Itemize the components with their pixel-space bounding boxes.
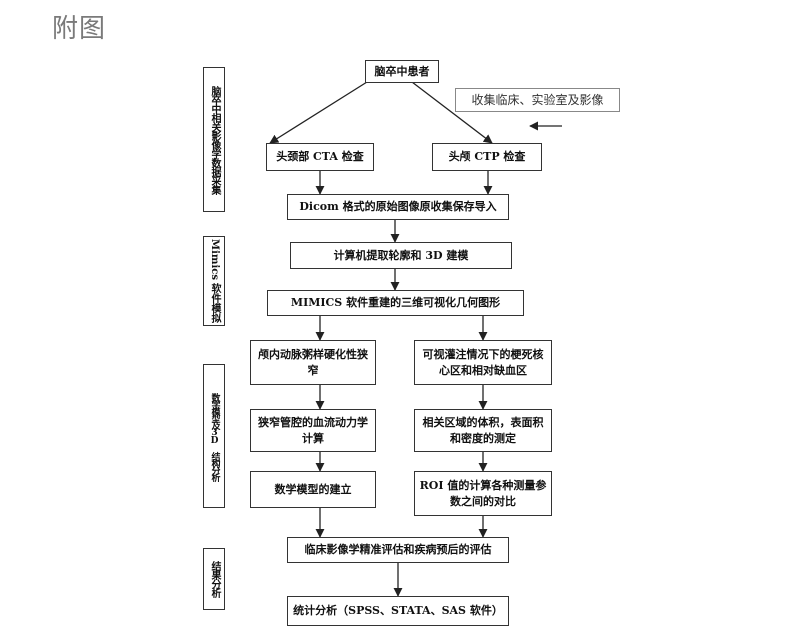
node-hemodynamics: 狭窄管腔的血流动力学计算 (250, 409, 376, 452)
node-infarct: 可视灌注情况下的梗死核心区和相对缺血区 (414, 340, 552, 385)
node-ctp: 头颅 CTP 检查 (432, 143, 542, 171)
node-cta: 头颈部 CTA 检查 (266, 143, 374, 171)
side-label-mimics: Mimics 软件模拟 (203, 236, 225, 326)
node-mimics: MIMICS 软件重建的三维可视化几何图形 (267, 290, 524, 316)
node-extract: 计算机提取轮廓和 3D 建模 (290, 242, 512, 269)
arrow-patient-to-ctp (411, 81, 493, 144)
node-clinical-assessment: 临床影像学精准评估和疾病预后的评估 (287, 537, 509, 563)
node-math-model: 数学模型的建立 (250, 471, 376, 508)
node-collect-note: 收集临床、实验室及影像 (455, 88, 620, 112)
node-statistics: 统计分析（SPSS、STATA、SAS 软件） (287, 596, 509, 626)
node-dicom: Dicom 格式的原始图像原收集保存导入 (287, 194, 509, 220)
side-label-result-analysis: 结果分析 (203, 548, 225, 610)
side-label-data-collection: 脑卒中相关影像学数据采集 (203, 67, 225, 212)
node-stenosis: 颅内动脉粥样硬化性狭窄 (250, 340, 376, 385)
side-label-math-3d: 数学模型及3D 结构分析 (203, 364, 225, 508)
page-title: 附图 (52, 14, 107, 44)
node-patient: 脑卒中患者 (365, 60, 439, 83)
node-volume: 相关区域的体积，表面积和密度的测定 (414, 409, 552, 452)
arrow-patient-to-cta (269, 81, 368, 144)
node-roi: ROI 值的计算各种测量参数之间的对比 (414, 471, 552, 516)
